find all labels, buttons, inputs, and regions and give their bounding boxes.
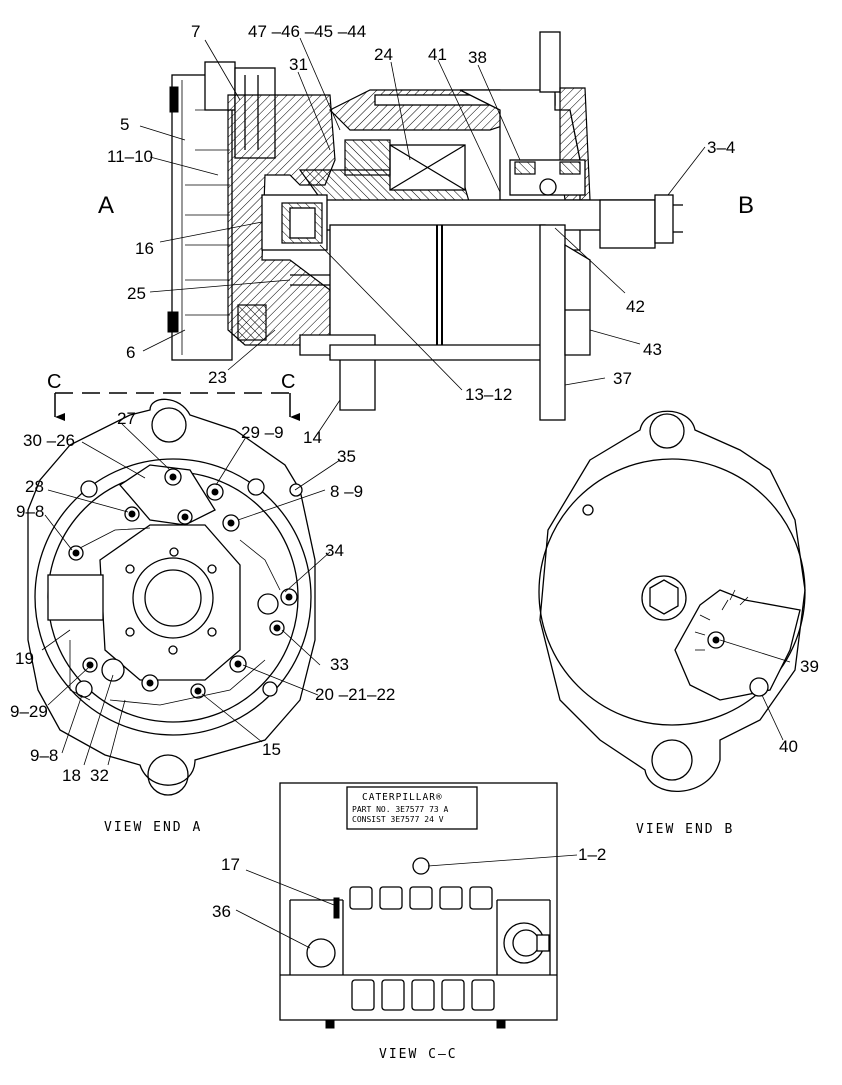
callout-30-26: 30 –26 xyxy=(23,431,75,450)
view-captions: VIEW END A VIEW END B VIEW C–C xyxy=(104,820,734,1062)
callout-25: 25 xyxy=(127,284,146,303)
view-end-b xyxy=(538,410,806,792)
nameplate: CATERPILLAR® PART NO. 3E7577 73 A CONSIS… xyxy=(352,792,449,824)
callout-37: 37 xyxy=(613,369,632,388)
callout-43: 43 xyxy=(643,340,662,359)
callout-39: 39 xyxy=(800,657,819,676)
callout-29-9: 29 –9 xyxy=(241,423,284,442)
callout-38: 38 xyxy=(468,48,487,67)
callout-28: 28 xyxy=(25,477,44,496)
section-letter-c-right: C xyxy=(281,371,295,393)
caption-view-c-c: VIEW C–C xyxy=(379,1047,458,1062)
callout-15: 15 xyxy=(262,740,281,759)
callout-19: 19 xyxy=(15,649,34,668)
callout-8-9: 8 –9 xyxy=(330,482,363,501)
view-letters: A B C C xyxy=(47,192,754,393)
callout-6: 6 xyxy=(126,343,135,362)
nameplate-brand: CATERPILLAR® xyxy=(362,792,443,803)
callout-13-12: 13–12 xyxy=(465,385,512,404)
callout-41: 41 xyxy=(428,45,447,64)
callout-9-8-bottom: 9–8 xyxy=(30,746,58,765)
callout-labels: 7 47 –46 –45 –44 24 41 38 31 5 11–10 3–4… xyxy=(10,22,819,921)
leader-lines xyxy=(41,37,791,949)
callout-24: 24 xyxy=(374,45,393,64)
callout-14: 14 xyxy=(303,428,322,447)
callout-34: 34 xyxy=(325,541,344,560)
callout-16: 16 xyxy=(135,239,154,258)
callout-23: 23 xyxy=(208,368,227,387)
nameplate-part-number: PART NO. 3E7577 73 A xyxy=(352,805,449,814)
callout-32: 32 xyxy=(90,766,109,785)
section-letter-c-left: C xyxy=(47,371,61,393)
callout-47-46-45-44: 47 –46 –45 –44 xyxy=(248,22,366,41)
callout-31: 31 xyxy=(289,55,308,74)
callout-40: 40 xyxy=(779,737,798,756)
callout-7: 7 xyxy=(191,22,200,41)
caption-view-end-b: VIEW END B xyxy=(636,822,734,837)
callout-5: 5 xyxy=(120,115,129,134)
callout-9-8-top: 9–8 xyxy=(16,502,44,521)
callout-17: 17 xyxy=(221,855,240,874)
callout-27: 27 xyxy=(117,409,136,428)
section-view xyxy=(167,31,683,421)
section-cut-line-c xyxy=(54,392,300,421)
callout-9-29: 9–29 xyxy=(10,702,48,721)
view-letter-a: A xyxy=(98,192,114,219)
nameplate-consist: CONSIST 3E7577 24 V xyxy=(352,815,444,824)
callout-42: 42 xyxy=(626,297,645,316)
callout-18: 18 xyxy=(62,766,81,785)
callout-36: 36 xyxy=(212,902,231,921)
callout-33: 33 xyxy=(330,655,349,674)
view-letter-b: B xyxy=(738,192,754,219)
callout-35: 35 xyxy=(337,447,356,466)
callout-3-4: 3–4 xyxy=(707,138,735,157)
callout-20-21-22: 20 –21–22 xyxy=(315,685,395,704)
callout-11-10: 11–10 xyxy=(107,147,153,166)
callout-1-2: 1–2 xyxy=(578,845,606,864)
caption-view-end-a: VIEW END A xyxy=(104,820,202,835)
view-end-a xyxy=(27,398,316,796)
